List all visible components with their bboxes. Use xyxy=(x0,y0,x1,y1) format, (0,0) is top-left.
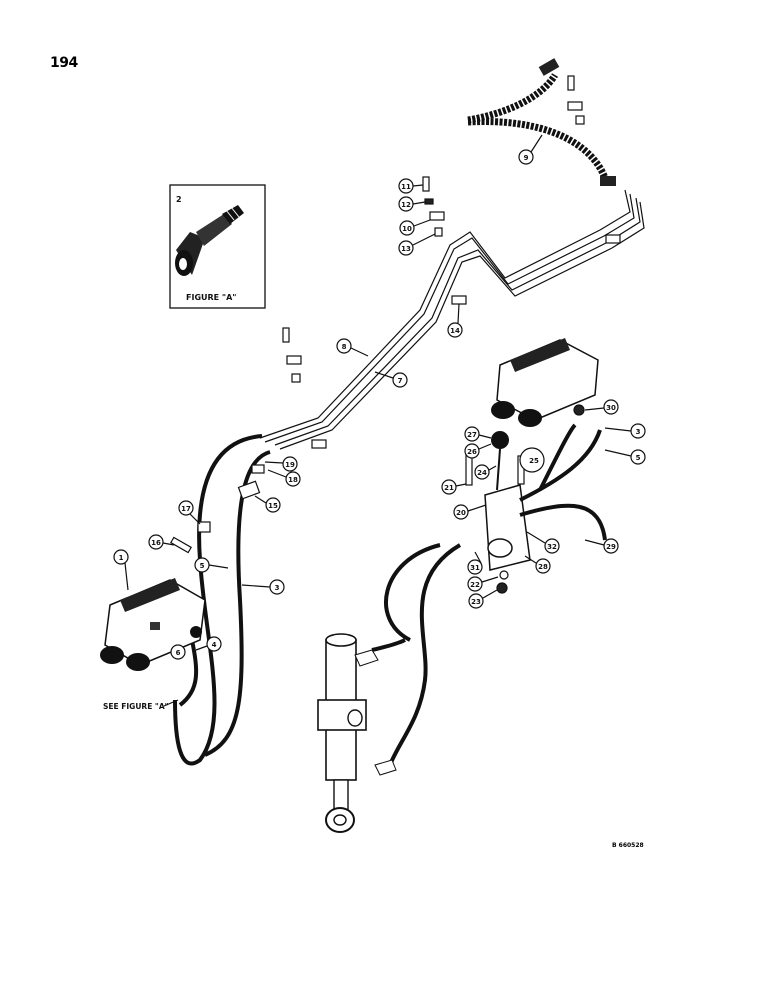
callout-16: 16 xyxy=(148,534,175,550)
callout-26: 26 xyxy=(464,443,492,459)
svg-text:20: 20 xyxy=(456,509,466,517)
callout-19: 19 xyxy=(264,456,298,472)
svg-text:22: 22 xyxy=(470,581,480,589)
callout-17: 17 xyxy=(178,500,201,525)
svg-text:23: 23 xyxy=(471,598,481,606)
see-figure-label: SEE FIGURE "A" xyxy=(103,702,169,711)
svg-text:26: 26 xyxy=(467,448,477,456)
callout-28: 28 xyxy=(524,555,551,574)
svg-text:8: 8 xyxy=(342,343,347,351)
svg-text:32: 32 xyxy=(547,543,557,551)
steel-tubes xyxy=(259,189,645,450)
hydraulic-cylinder xyxy=(317,633,397,833)
svg-text:9: 9 xyxy=(524,154,529,162)
callout-20: 20 xyxy=(453,504,487,520)
hose-bundle xyxy=(467,58,616,186)
callout-7: 7 xyxy=(374,371,408,388)
callout-22: 22 xyxy=(467,576,499,592)
svg-text:17: 17 xyxy=(181,505,191,513)
svg-text:18: 18 xyxy=(288,476,298,484)
svg-text:6: 6 xyxy=(176,649,181,657)
callout-24: 24 xyxy=(474,464,497,480)
left-control-valve xyxy=(100,578,206,671)
callout-12: 12 xyxy=(398,196,426,212)
callout-13: 13 xyxy=(398,233,436,256)
svg-text:15: 15 xyxy=(268,502,278,510)
drawing-code: B 660528 xyxy=(612,842,644,849)
right-control-valve xyxy=(491,338,599,427)
callout-31: 31 xyxy=(467,551,483,575)
left-hoses xyxy=(173,434,271,766)
svg-text:29: 29 xyxy=(606,543,616,551)
svg-text:13: 13 xyxy=(401,245,411,253)
adapter-fitting-drawing xyxy=(175,205,244,276)
svg-text:31: 31 xyxy=(470,564,480,572)
svg-text:11: 11 xyxy=(401,183,411,191)
callout-9: 9 xyxy=(518,134,543,165)
inset-caption: FIGURE "A" xyxy=(186,293,236,302)
callout-29: 29 xyxy=(584,538,619,554)
callout-4: 4 xyxy=(195,636,222,652)
callout-25: 25 xyxy=(519,447,545,473)
callout-8: 8 xyxy=(336,338,369,357)
callout-1: 1 xyxy=(113,549,129,591)
figure-a-inset: 2 FIGURE "A" xyxy=(169,184,266,309)
callout-32: 32 xyxy=(526,531,560,554)
callout-5-right: 5 xyxy=(604,449,646,465)
valve-block xyxy=(484,431,531,571)
svg-text:27: 27 xyxy=(467,431,477,439)
callout-10: 10 xyxy=(399,219,431,236)
svg-text:7: 7 xyxy=(398,377,403,385)
svg-text:10: 10 xyxy=(402,225,412,233)
callout-27: 27 xyxy=(464,426,492,442)
svg-text:4: 4 xyxy=(212,641,217,649)
callout-11: 11 xyxy=(398,178,424,194)
callout-5-left: 5 xyxy=(194,557,229,573)
callout-3-right: 3 xyxy=(604,423,646,439)
svg-text:3: 3 xyxy=(636,428,641,436)
svg-text:19: 19 xyxy=(285,461,295,469)
svg-text:5: 5 xyxy=(200,562,205,570)
inset-number: 2 xyxy=(176,195,182,204)
svg-text:28: 28 xyxy=(538,563,548,571)
callout-30: 30 xyxy=(584,399,619,415)
svg-text:1: 1 xyxy=(119,554,124,562)
svg-text:14: 14 xyxy=(450,327,460,335)
callout-14: 14 xyxy=(447,303,463,338)
callout-21: 21 xyxy=(441,479,467,495)
svg-text:5: 5 xyxy=(636,454,641,462)
callout-18: 18 xyxy=(267,469,301,487)
svg-text:12: 12 xyxy=(401,201,411,209)
svg-text:30: 30 xyxy=(606,404,616,412)
page-number: 194 xyxy=(50,55,78,71)
callout-23: 23 xyxy=(468,589,498,609)
callout-6: 6 xyxy=(170,644,186,660)
callout-3-left: 3 xyxy=(241,579,285,595)
svg-text:3: 3 xyxy=(275,584,280,592)
svg-text:24: 24 xyxy=(477,469,487,477)
hardware xyxy=(170,75,621,594)
svg-text:21: 21 xyxy=(444,484,454,492)
callout-15: 15 xyxy=(254,495,281,513)
right-hoses xyxy=(371,423,607,766)
svg-text:25: 25 xyxy=(529,457,539,465)
callouts: 1 3 3 4 5 5 6 7 8 9 10 11 12 13 14 15 16… xyxy=(113,134,646,660)
see-figure-leader xyxy=(163,699,179,707)
svg-text:16: 16 xyxy=(151,539,161,547)
